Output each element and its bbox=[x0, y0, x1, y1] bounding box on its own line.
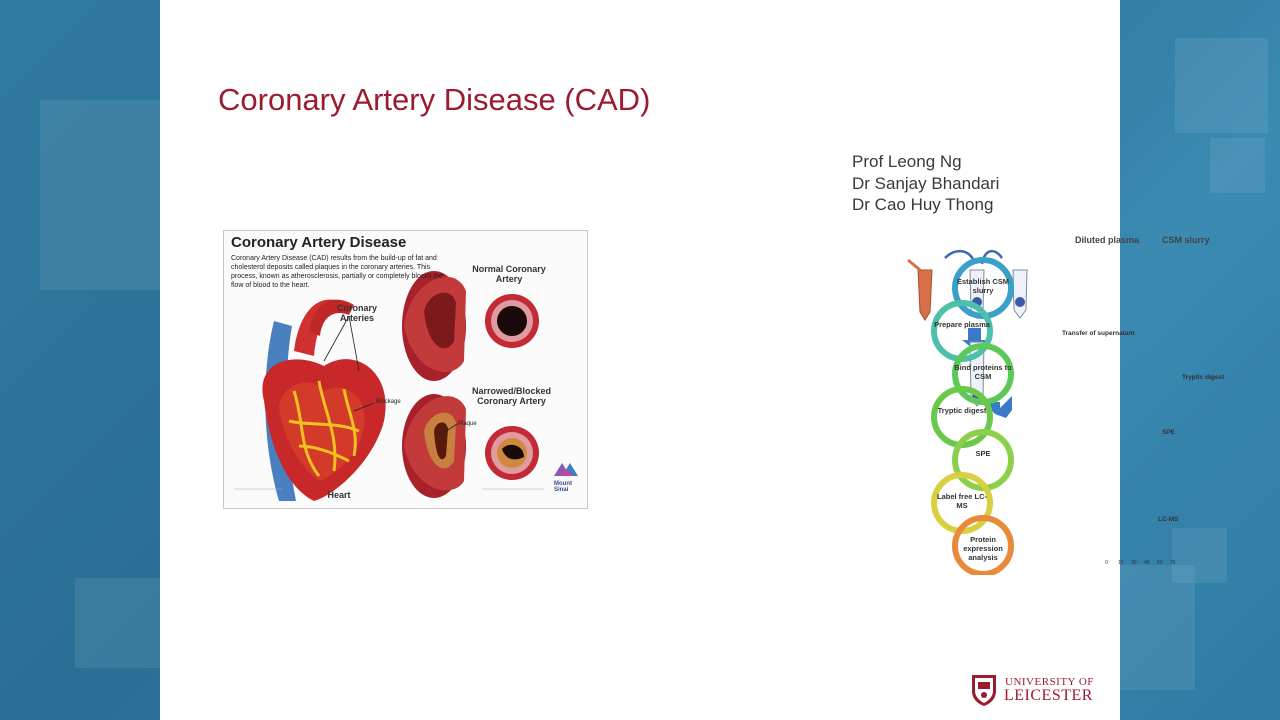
slide-title: Coronary Artery Disease (CAD) bbox=[218, 82, 651, 117]
logo-line-2: LEICESTER bbox=[1004, 687, 1093, 704]
label-normal-artery: Normal Coronary Artery bbox=[472, 264, 546, 284]
background-square bbox=[1175, 38, 1268, 133]
background-square bbox=[40, 100, 160, 290]
background-square bbox=[1120, 565, 1195, 690]
workflow-artwork bbox=[907, 250, 1028, 575]
crest-icon bbox=[972, 675, 996, 706]
author-list: Prof Leong Ng Dr Sanjay Bhandari Dr Cao … bbox=[852, 151, 999, 216]
workflow-step-ring bbox=[931, 300, 993, 362]
label-transfer: Transfer of supernatant bbox=[1062, 330, 1135, 337]
workflow-step-label: Prepare plasma bbox=[934, 320, 990, 329]
logo-line-1: UNIVERSITY OF bbox=[1005, 676, 1094, 688]
workflow-step-ring bbox=[952, 515, 1014, 575]
workflow-step-label: Bind proteins to CSM bbox=[954, 363, 1012, 381]
mount-sinai-logo: Mount Sinai bbox=[554, 481, 572, 493]
label-tryptic-digest: Tryptic digest bbox=[1182, 374, 1225, 381]
workflow-step-label: SPE bbox=[975, 449, 991, 458]
cad-figure-title: Coronary Artery Disease bbox=[231, 234, 407, 251]
label-heart: Heart bbox=[327, 490, 351, 500]
author-name: Prof Leong Ng bbox=[852, 152, 962, 171]
workflow-step-label: Establish CSM slurry bbox=[956, 277, 1010, 295]
axis-tick-label: 30 bbox=[1131, 560, 1137, 566]
axis-tick-label: 60 bbox=[1157, 560, 1163, 566]
background-square bbox=[1172, 528, 1227, 583]
cad-figure-description: Coronary Artery Disease (CAD) results fr… bbox=[231, 255, 444, 289]
author-name: Dr Cao Huy Thong bbox=[852, 195, 994, 214]
label-lcms: LC-MS bbox=[1158, 516, 1179, 523]
workflow-step-label: Tryptic digest bbox=[937, 406, 987, 415]
label-plaque: Plaque bbox=[458, 421, 477, 427]
label-spe: SPE bbox=[1162, 429, 1176, 436]
label-coronary-arteries: Coronary Arteries bbox=[336, 303, 377, 323]
background-square bbox=[75, 578, 160, 668]
label-diluted-plasma: Diluted plasma bbox=[1075, 235, 1140, 245]
workflow-step-label: Label free LC-MS bbox=[936, 492, 987, 510]
author-name: Dr Sanjay Bhandari bbox=[852, 173, 1000, 193]
axis-tick-label: 15 bbox=[1118, 560, 1124, 566]
axis-tick-label: 75 bbox=[1170, 560, 1176, 566]
label-narrowed-artery: Narrowed/Blocked Coronary Artery bbox=[471, 386, 552, 406]
workflow-step-ring bbox=[931, 386, 993, 448]
workflow-diagram: Diluted plasma CSM slurry Transfer of su… bbox=[770, 230, 1224, 575]
axis-tick-label: 0 bbox=[1105, 560, 1108, 566]
axis-tick-label: 45 bbox=[1144, 560, 1150, 566]
workflow-step-ring bbox=[952, 429, 1014, 491]
slide: Coronary Artery Disease (CAD) Prof Leong… bbox=[160, 0, 1224, 720]
university-logo: UNIVERSITY OF LEICESTER bbox=[970, 672, 1110, 708]
label-blockage: Blockage bbox=[376, 399, 401, 405]
background-square bbox=[1210, 138, 1265, 193]
cad-artwork bbox=[234, 271, 578, 501]
label-csm-slurry: CSM slurry bbox=[1162, 235, 1210, 245]
workflow-step-label: Protein expression analysis bbox=[963, 535, 1003, 562]
cad-illustration: Coronary Artery Disease Coronary Artery … bbox=[223, 230, 588, 509]
